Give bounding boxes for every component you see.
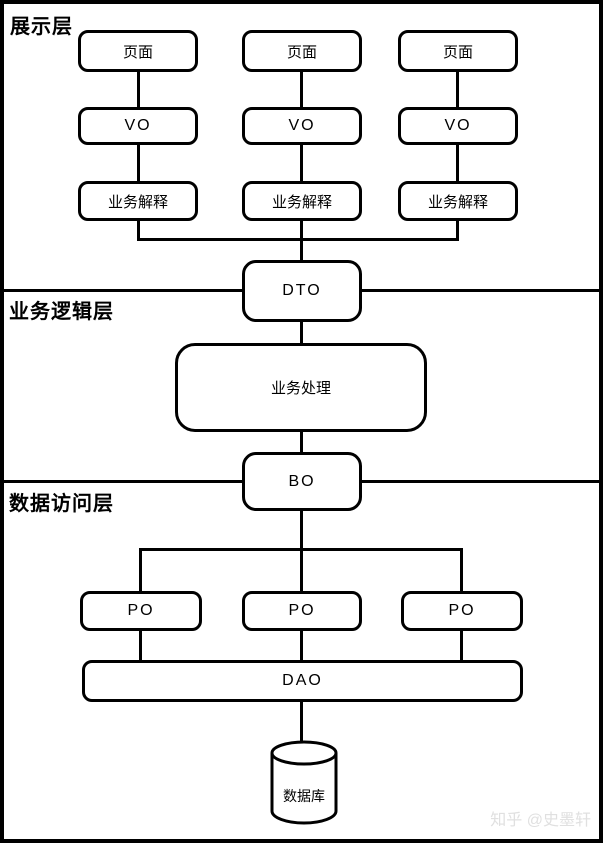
connector-line (300, 631, 303, 660)
node-bo: BO (242, 452, 362, 511)
node-po-1: PO (80, 591, 202, 631)
node-interpret-3: 业务解释 (398, 181, 518, 221)
node-database-label: 数据库 (283, 788, 325, 804)
node-dao: DAO (82, 660, 523, 702)
connector-line (460, 631, 463, 660)
watermark: 知乎 @史墨轩 (490, 812, 591, 829)
connector-line (300, 322, 303, 343)
layer-label-presentation: 展示层 (10, 16, 73, 38)
connector-line (456, 221, 459, 241)
node-po-3: PO (401, 591, 523, 631)
database-cylinder-icon (270, 740, 338, 825)
connector-line (137, 145, 140, 181)
node-dto: DTO (242, 260, 362, 322)
connector-line (456, 145, 459, 181)
connector-line (456, 72, 459, 107)
connector-line (300, 432, 303, 452)
node-vo-2: VO (242, 107, 362, 145)
node-vo-1: VO (78, 107, 198, 145)
connector-line (460, 548, 463, 591)
connector-line (139, 631, 142, 660)
connector-line (137, 238, 459, 241)
connector-line (300, 702, 303, 742)
connector-line (139, 548, 463, 551)
node-page-1: 页面 (78, 30, 198, 72)
node-page-2: 页面 (242, 30, 362, 72)
layer-label-data-access: 数据访问层 (9, 493, 114, 515)
connector-line (137, 221, 140, 241)
node-interpret-2: 业务解释 (242, 181, 362, 221)
connector-line (137, 72, 140, 107)
node-page-3: 页面 (398, 30, 518, 72)
connector-line (300, 511, 303, 591)
connector-line (139, 548, 142, 591)
layer-label-business-logic: 业务逻辑层 (9, 301, 114, 323)
connector-line (300, 72, 303, 107)
connector-line (300, 145, 303, 181)
node-po-2: PO (242, 591, 362, 631)
node-business-process: 业务处理 (175, 343, 427, 432)
node-interpret-1: 业务解释 (78, 181, 198, 221)
connector-line (300, 221, 303, 262)
node-vo-3: VO (398, 107, 518, 145)
